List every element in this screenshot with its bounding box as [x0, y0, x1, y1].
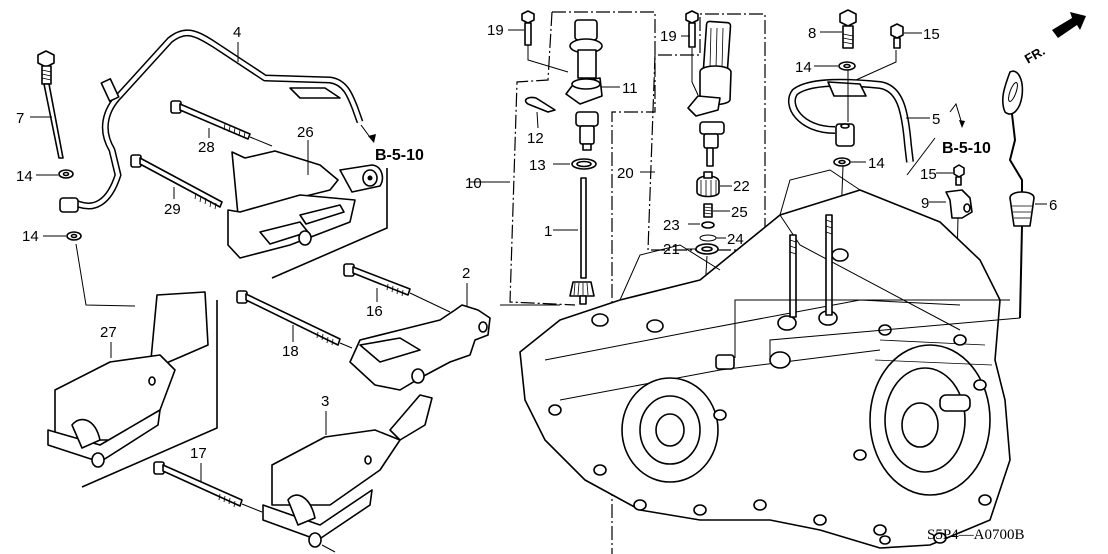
part-11-speed-sensor[interactable]: [565, 19, 620, 151]
part-20-speed-sensor[interactable]: [640, 20, 732, 173]
callout-8[interactable]: 8: [808, 25, 816, 42]
part-6-dipstick[interactable]: [1002, 70, 1047, 319]
part-25-spring[interactable]: [703, 203, 730, 218]
part-14-washer-upper-right[interactable]: [814, 61, 856, 71]
callout-4[interactable]: 4: [233, 24, 241, 41]
callout-25[interactable]: 25: [731, 204, 748, 221]
part-23-washer[interactable]: [688, 221, 715, 229]
callout-28[interactable]: 28: [198, 139, 215, 156]
part-2-bracket[interactable]: [349, 304, 491, 391]
part-19-bolt-left[interactable]: [521, 10, 569, 73]
callout-29[interactable]: 29: [164, 201, 181, 218]
part-28-bolt[interactable]: [170, 100, 273, 147]
callout-27[interactable]: 27: [100, 324, 117, 341]
callout-19-b[interactable]: 19: [660, 28, 677, 45]
reference-label-b-5-10-left[interactable]: B-5-10: [375, 147, 424, 164]
callout-15-b[interactable]: 15: [920, 166, 937, 183]
transmission-case[interactable]: [519, 169, 1011, 549]
callout-26[interactable]: 26: [297, 124, 314, 141]
callout-7[interactable]: 7: [16, 110, 24, 127]
part-12-clip[interactable]: [524, 96, 556, 129]
callout-10[interactable]: 10: [465, 175, 482, 192]
part-27-bracket[interactable]: [47, 291, 209, 468]
callout-11[interactable]: 11: [622, 80, 638, 97]
callout-20[interactable]: 20: [617, 165, 634, 182]
callout-13[interactable]: 13: [529, 157, 546, 174]
part-8-banjo-bolt[interactable]: [820, 9, 857, 49]
callout-23[interactable]: 23: [663, 217, 680, 234]
part-15-bolt-lower[interactable]: [936, 164, 965, 186]
callout-14-c[interactable]: 14: [795, 59, 812, 76]
callout-12[interactable]: 12: [527, 130, 544, 147]
front-direction-indicator: FR.: [1022, 12, 1086, 67]
callout-15-a[interactable]: 15: [923, 26, 940, 43]
part-22-gear[interactable]: [696, 171, 732, 198]
callout-5[interactable]: 5: [932, 111, 940, 128]
part-26-bracket[interactable]: [227, 150, 384, 259]
callout-16[interactable]: 16: [366, 303, 383, 320]
callout-19-a[interactable]: 19: [487, 22, 504, 39]
part-5-pipe[interactable]: [788, 70, 930, 163]
callout-14-b[interactable]: 14: [22, 228, 39, 245]
part-24-o-ring[interactable]: [699, 234, 726, 242]
callout-14-d[interactable]: 14: [868, 155, 885, 172]
callout-14-a[interactable]: 14: [16, 168, 33, 185]
part-7-bolt[interactable]: [37, 50, 64, 159]
callout-22[interactable]: 22: [733, 178, 750, 195]
callout-6[interactable]: 6: [1049, 197, 1057, 214]
part-15-bolt-upper[interactable]: [855, 23, 922, 81]
part-4-pipe[interactable]: [59, 29, 364, 213]
callout-9[interactable]: 9: [921, 195, 929, 212]
part-17-bolt[interactable]: [153, 461, 263, 513]
part-18-bolt[interactable]: [236, 290, 353, 349]
part-3-bracket[interactable]: [262, 394, 433, 553]
part-14-washer-upper-left[interactable]: [58, 169, 74, 179]
callout-24[interactable]: 24: [727, 231, 744, 248]
callout-18[interactable]: 18: [282, 343, 299, 360]
part-29-bolt[interactable]: [130, 154, 223, 210]
part-16-bolt[interactable]: [343, 263, 451, 313]
reference-label-b-5-10-right[interactable]: B-5-10: [942, 140, 991, 157]
part-13-o-ring[interactable]: [553, 158, 597, 170]
part-9-clamp[interactable]: [929, 189, 973, 301]
part-14-washer-lower-left[interactable]: [66, 231, 82, 241]
front-label: FR.: [1022, 43, 1048, 66]
callout-17[interactable]: 17: [190, 445, 207, 462]
callout-2[interactable]: 2: [462, 265, 470, 282]
part-19-bolt-right[interactable]: [685, 10, 699, 96]
callout-21[interactable]: 21: [663, 241, 680, 258]
part-1-driven-gear-shaft[interactable]: [553, 177, 595, 305]
callout-1[interactable]: 1: [544, 223, 552, 240]
callout-3[interactable]: 3: [321, 393, 329, 410]
diagram-code: S5P4—A0700B: [927, 527, 1025, 543]
